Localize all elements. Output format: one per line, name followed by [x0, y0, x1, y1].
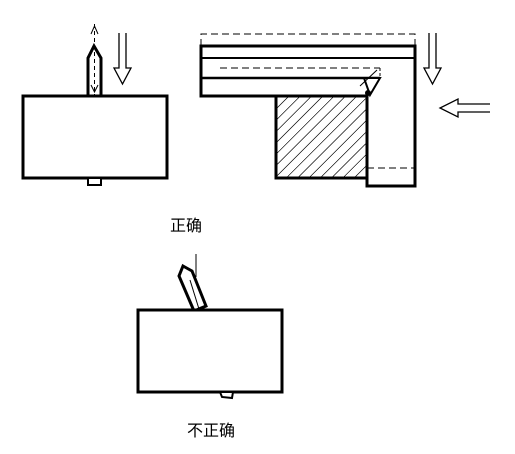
fixture-top-plate [199, 44, 417, 188]
caption-correct: 正确 [170, 216, 203, 235]
tool-stub [218, 391, 235, 400]
workpiece-rect [21, 94, 169, 180]
workpiece-rect [136, 308, 284, 394]
correct-right-figure [199, 33, 490, 188]
correct-left-figure [21, 24, 169, 186]
tool-stub [87, 177, 102, 186]
hollow-left-arrow-icon [438, 97, 490, 119]
caption-incorrect: 不正确 [187, 421, 236, 440]
hollow-down-arrow-icon [112, 33, 133, 86]
hollow-down-arrow-icon [422, 33, 443, 86]
incorrect-figure [136, 254, 284, 400]
